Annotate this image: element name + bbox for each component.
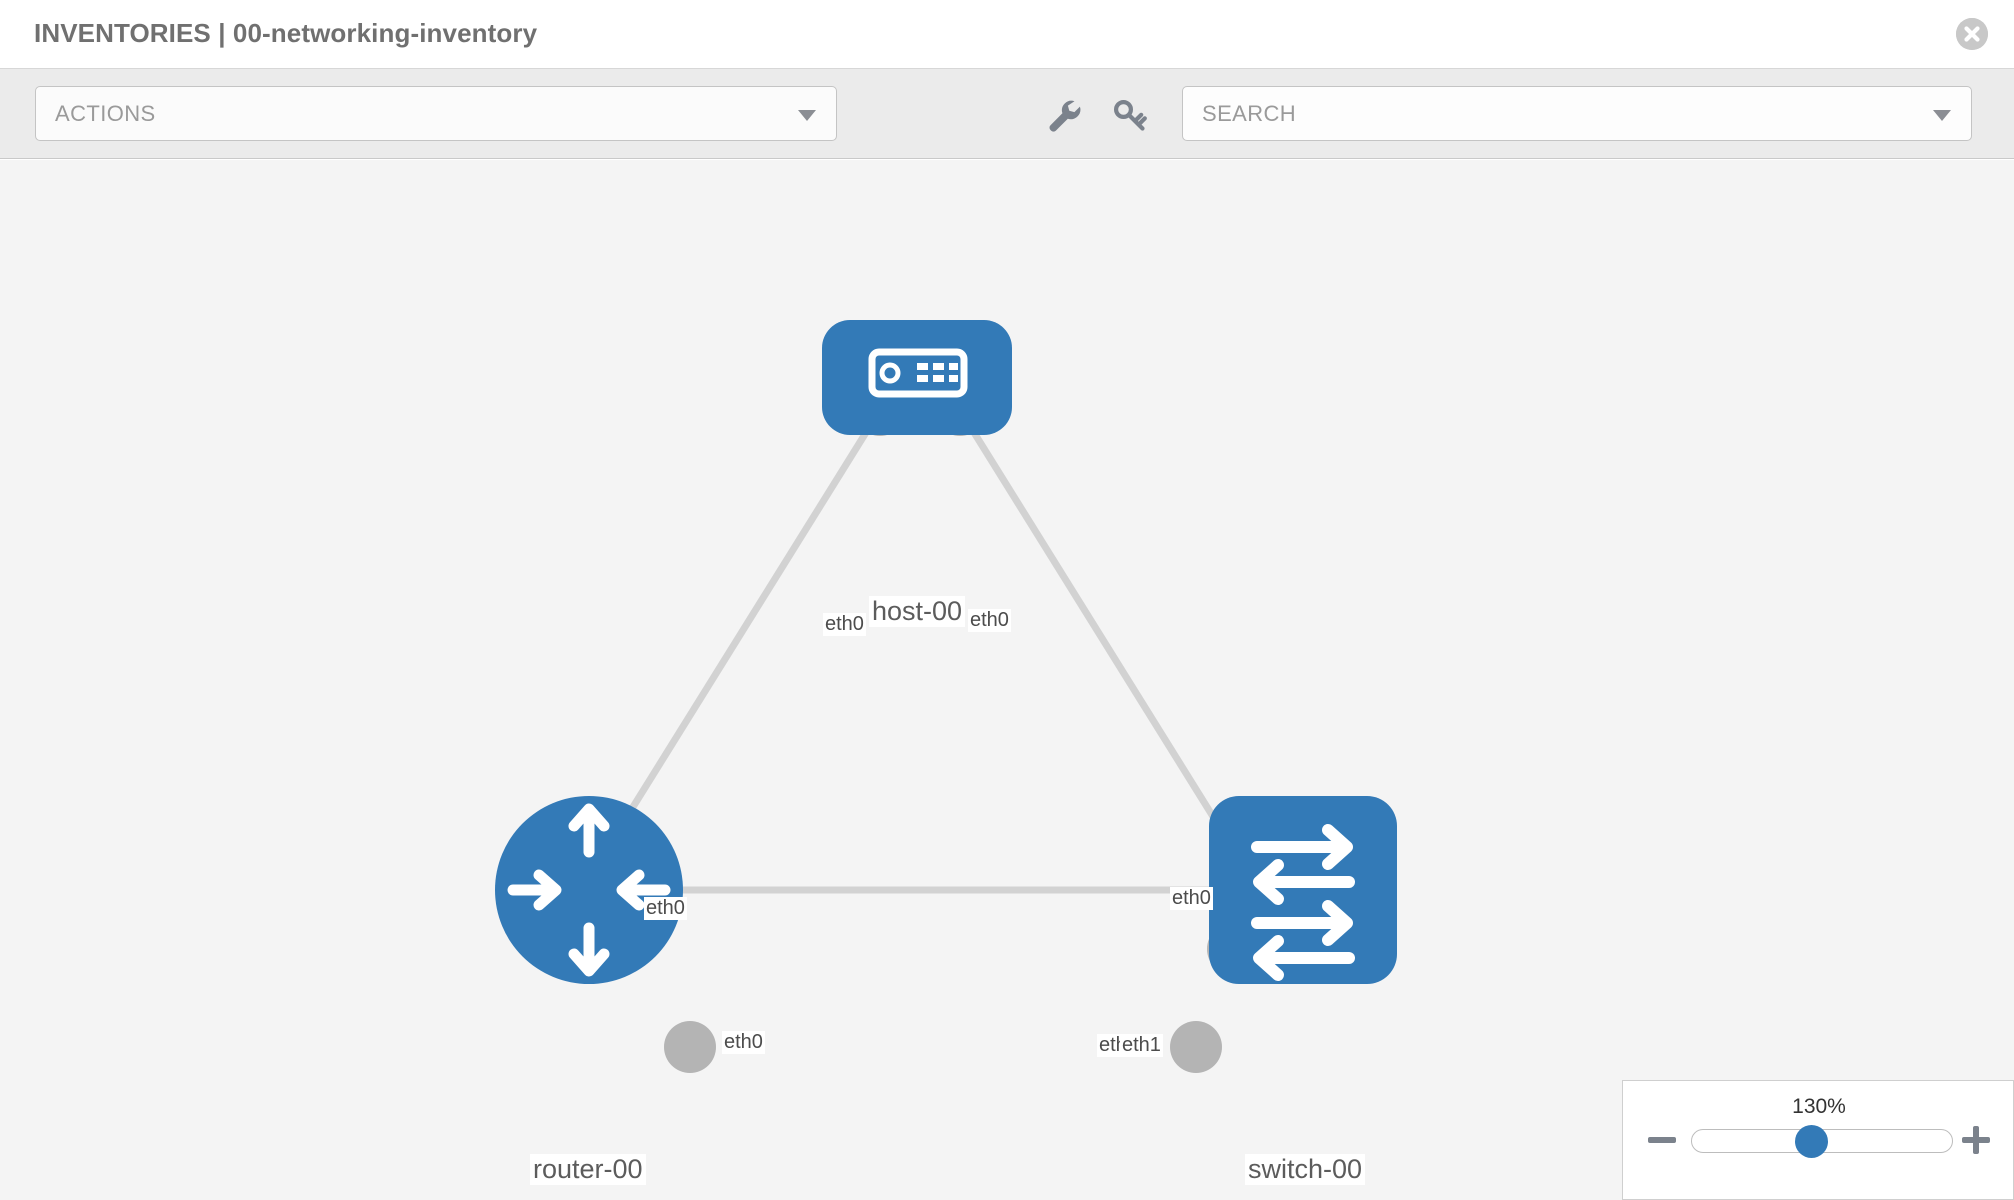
router-icon — [507, 803, 671, 977]
port-label-router-eth0-right: eth0 — [722, 1031, 765, 1054]
close-button[interactable] — [1956, 18, 1988, 50]
wrench-icon — [1049, 100, 1081, 132]
topology-graph — [495, 320, 1397, 1073]
chevron-down-icon — [1933, 110, 1951, 121]
zoom-percent-label: 130% — [1792, 1095, 1846, 1118]
port-label-host-eth0-right: eth0 — [968, 609, 1011, 632]
close-icon — [1956, 18, 1988, 50]
topology-links — [597, 408, 1243, 894]
zoom-in-button[interactable] — [1959, 1123, 1993, 1157]
page-title: INVENTORIES | 00-networking-inventory — [34, 18, 538, 48]
link-router-host[interactable] — [597, 408, 883, 862]
plus-icon — [1962, 1126, 1990, 1154]
switch-icon — [1251, 824, 1355, 981]
node-host-00[interactable] — [822, 320, 1012, 435]
node-router-00[interactable] — [495, 796, 683, 984]
zoom-control: 130% — [1622, 1080, 2014, 1200]
minus-icon — [1648, 1137, 1676, 1143]
node-label-host-00: host-00 — [869, 596, 966, 628]
topology-ports — [664, 384, 1259, 1073]
port-switch-eth1-left[interactable] — [1170, 1021, 1222, 1073]
zoom-out-button[interactable] — [1645, 1123, 1679, 1157]
server-icon — [868, 348, 968, 398]
port-label-router-eth0-up: eth0 — [644, 897, 687, 920]
topology-canvas[interactable]: host-00 router-00 switch-00 eth0 eth0 et… — [0, 160, 2014, 1200]
port-label-switch-eth1-left: eth1 — [1120, 1034, 1163, 1057]
key-button[interactable] — [1110, 97, 1150, 135]
port-router-eth0-right[interactable] — [664, 1021, 716, 1073]
key-icon — [1113, 99, 1147, 131]
actions-dropdown-label: ACTIONS — [55, 101, 156, 126]
search-input[interactable]: SEARCH — [1182, 86, 1972, 141]
node-switch-00[interactable] — [1209, 796, 1397, 984]
node-label-switch-00: switch-00 — [1245, 1154, 1366, 1186]
port-label-host-eth0-left: eth0 — [823, 613, 866, 636]
zoom-slider-thumb[interactable] — [1795, 1125, 1828, 1158]
link-host-switch[interactable] — [957, 408, 1243, 862]
chevron-down-icon — [798, 110, 816, 121]
node-label-router-00: router-00 — [530, 1154, 646, 1186]
search-placeholder: SEARCH — [1202, 101, 1297, 126]
port-label-switch-eth0-up: eth0 — [1170, 887, 1213, 910]
page-header: INVENTORIES | 00-networking-inventory — [0, 0, 2014, 69]
wrench-button[interactable] — [1043, 97, 1083, 135]
toolbar: ACTIONS SEARCH — [0, 69, 2014, 159]
actions-dropdown[interactable]: ACTIONS — [35, 86, 837, 141]
